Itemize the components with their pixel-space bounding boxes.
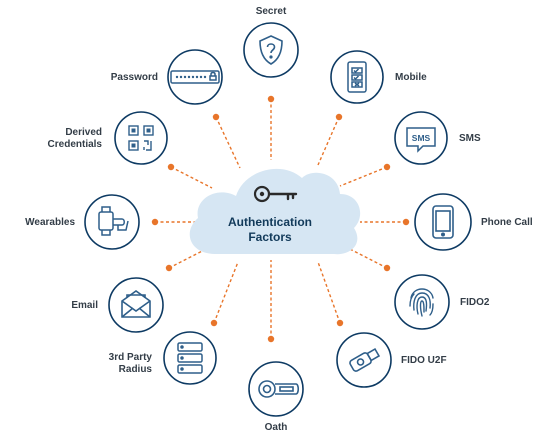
sms-bubble-icon: SMS	[406, 127, 436, 153]
label-fido2: FIDO2	[460, 297, 490, 308]
connector-dot-secret	[267, 95, 275, 103]
connector-dot-sms	[383, 163, 391, 171]
label-3rd-party-radius: 3rd Party Radius	[80, 352, 152, 376]
label-derived-line-1: Derived	[65, 127, 102, 138]
connector-dot-fido-u2f	[336, 319, 344, 327]
factor-ring-secret	[243, 22, 299, 78]
label-derived-credentials: Derived Credentials	[28, 127, 102, 151]
connector-dot-password	[212, 113, 220, 121]
connector-sms	[339, 166, 388, 187]
central-cloud	[189, 168, 361, 255]
key-icon	[253, 185, 298, 203]
factor-ring-email	[108, 277, 164, 333]
connector-dot-fido2	[383, 264, 391, 272]
factor-ring-wearables	[84, 194, 140, 250]
server-stack-icon	[177, 342, 203, 374]
connector-dot-mobile	[335, 113, 343, 121]
factor-ring-fido-u2f	[336, 332, 392, 388]
label-sms: SMS	[459, 133, 481, 144]
connector-dots	[151, 95, 410, 343]
factor-ring-radius	[163, 331, 217, 385]
title-line-1: Authentication	[228, 215, 312, 229]
connector-password	[215, 116, 241, 169]
label-radius-line-2: Radius	[118, 364, 152, 375]
factor-ring-password	[167, 49, 223, 105]
factor-ring-fido2	[394, 274, 450, 330]
factor-ring-derived	[114, 111, 168, 165]
factor-rings	[84, 22, 472, 417]
label-radius-line-1: 3rd Party	[108, 352, 152, 363]
connector-mobile	[317, 116, 340, 166]
label-oath: Oath	[264, 422, 288, 433]
connector-dot-wearables	[151, 218, 159, 226]
label-fido-u2f: FIDO U2F	[401, 355, 447, 366]
password-field-icon	[170, 70, 220, 84]
connector-dot-derived	[167, 163, 175, 171]
svg-text:SMS: SMS	[412, 133, 431, 143]
factor-ring-phone-call	[414, 193, 472, 251]
connector-fido2	[345, 246, 388, 269]
envelope-icon	[121, 290, 151, 318]
connector-dot-oath	[267, 335, 275, 343]
shield-question-icon	[259, 35, 283, 65]
connector-radius	[213, 261, 239, 324]
label-derived-line-2: Credentials	[47, 139, 102, 150]
label-phone-call: Phone Call	[481, 217, 533, 228]
connector-dot-phone-call	[402, 218, 410, 226]
label-wearables: Wearables	[25, 217, 75, 228]
diagram-title: Authentication Factors	[210, 215, 330, 245]
connector-fido-u2f	[317, 261, 341, 324]
title-line-2: Factors	[248, 230, 292, 244]
connector-lines	[155, 99, 406, 339]
hardware-token-icon	[258, 380, 300, 398]
qr-code-icon	[128, 125, 154, 151]
label-mobile: Mobile	[395, 72, 427, 83]
smartphone-icon	[432, 205, 454, 239]
label-password: Password	[110, 72, 158, 83]
label-secret: Secret	[255, 6, 287, 17]
label-email: Email	[71, 300, 98, 311]
factor-ring-oath	[248, 361, 304, 417]
connector-email	[168, 246, 211, 269]
connector-dot-email	[165, 264, 173, 272]
connector-derived	[170, 166, 213, 189]
mobile-checklist-icon	[347, 61, 367, 93]
fingerprint-icon	[409, 288, 434, 317]
connector-dot-radius	[210, 319, 218, 327]
factor-ring-sms	[394, 111, 448, 165]
smartwatch-icon	[98, 206, 129, 236]
usb-key-icon	[349, 347, 381, 372]
